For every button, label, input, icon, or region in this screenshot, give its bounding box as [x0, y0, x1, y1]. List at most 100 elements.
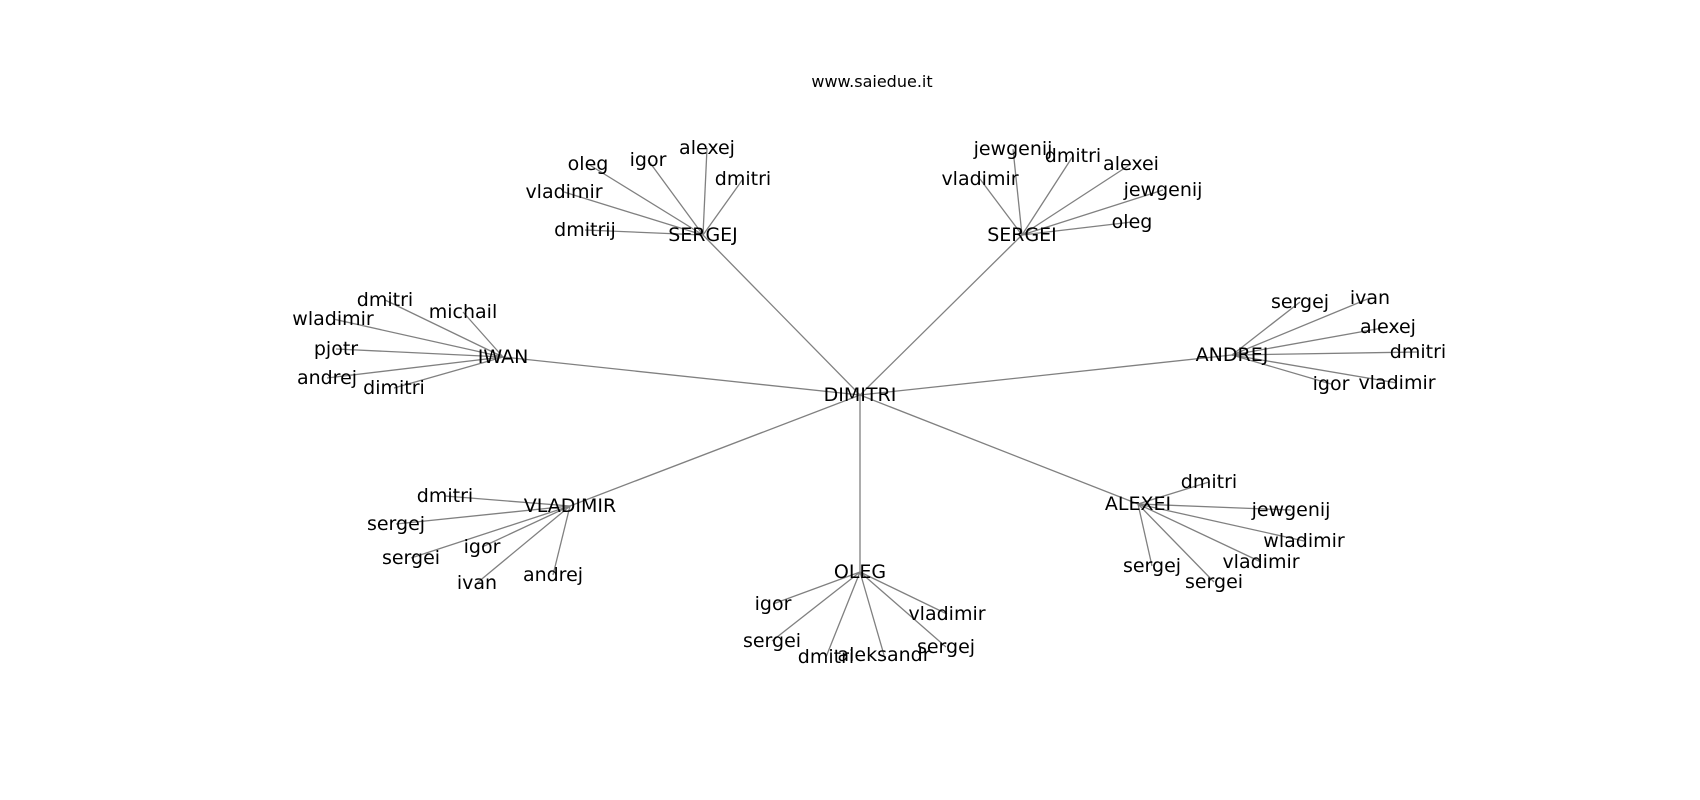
leaf-node-label: andrej: [523, 564, 583, 586]
leaf-node-label: pjotr: [314, 338, 358, 360]
edge-sergej-dmitrij: [584, 229, 704, 236]
leaf-node-label: vladimir: [1358, 372, 1435, 394]
leaf-node-label: jewgenij: [973, 138, 1053, 160]
edge-sergej-igor: [647, 159, 704, 236]
leaf-node-label: sergei: [743, 630, 801, 652]
edge-iwan-michail: [462, 311, 504, 358]
edge-sergei-jewgenij: [1021, 189, 1164, 236]
edge-alexei-wladimir: [1137, 503, 1305, 542]
edge-oleg-vladimir: [859, 571, 948, 615]
edge-vladimir-sergej: [395, 505, 571, 525]
group-node-label-alexei: ALEXEI: [1105, 493, 1171, 515]
leaf-node-label: dimitri: [363, 377, 425, 399]
edge-vladimir-ivan: [476, 505, 571, 584]
edge-oleg-sergej: [859, 571, 947, 648]
leaf-node-label: sergei: [382, 547, 440, 569]
group-node-label-vladimir: VLADIMIR: [524, 495, 616, 517]
leaf-node-label: ivan: [1350, 287, 1390, 309]
root-node-label: DIMITRI: [824, 384, 897, 406]
edge-vladimir-sergei: [410, 505, 571, 559]
leaf-node-label: sergej: [1123, 555, 1181, 577]
edge-andrej-alexej: [1231, 326, 1389, 356]
edge-root-iwan: [502, 356, 861, 396]
edge-oleg-igor: [772, 571, 861, 605]
leaf-node-label: sergej: [917, 636, 975, 658]
edge-sergej-alexej: [702, 147, 708, 236]
leaf-node-label: aleksandr: [837, 644, 930, 666]
leaf-node-label: dmitri: [1390, 341, 1446, 363]
diagram-title: www.saiedue.it: [811, 72, 932, 91]
leaf-node-label: sergej: [367, 513, 425, 535]
edge-alexei-dmitri: [1137, 481, 1210, 505]
edge-vladimir-andrej: [552, 505, 571, 576]
edge-iwan-pjotr: [335, 348, 504, 358]
leaf-node-label: vladimir: [1222, 551, 1299, 573]
leaf-node-label: alexej: [679, 137, 735, 159]
edge-sergei-vladimir: [979, 178, 1023, 236]
group-node-label-sergej: SERGEJ: [668, 224, 738, 246]
leaf-node-label: ivan: [457, 572, 497, 594]
edge-iwan-dmitri: [384, 299, 504, 358]
edge-iwan-wladimir: [332, 318, 504, 358]
edge-sergei-jewgenij: [1012, 148, 1023, 236]
leaf-node-label: igor: [755, 593, 792, 615]
edge-oleg-dmitri: [825, 571, 861, 658]
leaf-node-label: vladimir: [908, 603, 985, 625]
edge-alexei-sergej: [1137, 503, 1153, 567]
leaf-node-label: oleg: [568, 153, 609, 175]
edge-root-sergej: [702, 234, 861, 396]
group-node-label-andrej: ANDREJ: [1196, 344, 1269, 366]
leaf-node-label: alexei: [1103, 153, 1159, 175]
edge-andrej-sergej: [1231, 301, 1301, 356]
leaf-node-label: sergei: [1185, 571, 1243, 593]
edge-iwan-andrej: [326, 356, 504, 379]
edge-vladimir-dmitri: [444, 495, 571, 507]
leaf-node-label: alexej: [1360, 316, 1416, 338]
leaf-node-label: dmitri: [357, 289, 413, 311]
edge-sergej-dmitri: [702, 178, 744, 236]
edge-sergej-vladimir: [563, 191, 704, 236]
leaf-node-label: andrej: [297, 367, 357, 389]
edge-andrej-ivan: [1231, 297, 1371, 356]
leaf-node-label: michail: [429, 301, 497, 323]
edge-alexei-jewgenij: [1137, 503, 1292, 511]
leaf-node-label: dmitri: [1045, 145, 1101, 167]
leaf-node-label: jewgenij: [1251, 499, 1331, 521]
edge-root-sergei: [859, 234, 1023, 396]
leaf-node-label: oleg: [1112, 211, 1153, 233]
edge-sergei-alexei: [1021, 163, 1132, 236]
labels-layer: DIMITRI SERGEJ oleg igor alexej dmitri vladimi…: [292, 137, 1446, 668]
edge-oleg-aleksandr: [859, 571, 885, 656]
edge-root-vladimir: [569, 394, 861, 507]
edge-alexei-vladimir: [1137, 503, 1262, 563]
edges-layer: [326, 147, 1419, 658]
edge-alexei-sergei: [1137, 503, 1215, 583]
edge-oleg-sergei: [771, 571, 861, 642]
leaf-node-label: sergej: [1271, 291, 1329, 313]
leaf-node-label: wladimir: [1263, 530, 1345, 552]
leaf-node-label: dmitri: [1181, 471, 1237, 493]
edge-sergej-oleg: [587, 163, 704, 236]
edge-sergei-oleg: [1021, 221, 1133, 236]
leaf-node-label: igor: [630, 149, 667, 171]
leaf-node-label: vladimir: [525, 181, 602, 203]
edge-andrej-dmitri: [1231, 351, 1419, 356]
edge-root-alexei: [859, 394, 1139, 505]
edge-root-andrej: [859, 354, 1233, 396]
group-node-label-iwan: IWAN: [478, 346, 529, 368]
leaf-node-label: wladimir: [292, 308, 374, 330]
leaf-node-label: igor: [1313, 373, 1350, 395]
edge-andrej-igor: [1231, 354, 1332, 385]
edge-andrej-vladimir: [1231, 354, 1398, 384]
leaf-node-label: dmitri: [798, 646, 854, 668]
leaf-node-label: dmitri: [715, 168, 771, 190]
leaf-node-label: dmitri: [417, 485, 473, 507]
leaf-node-label: dmitrij: [554, 219, 616, 241]
group-node-label-sergei: SERGEI: [987, 224, 1057, 246]
edge-sergei-dmitri: [1021, 155, 1074, 236]
edge-iwan-dimitri: [393, 356, 504, 389]
leaf-node-label: vladimir: [941, 168, 1018, 190]
edge-vladimir-igor: [481, 505, 571, 548]
leaf-node-label: igor: [464, 536, 501, 558]
